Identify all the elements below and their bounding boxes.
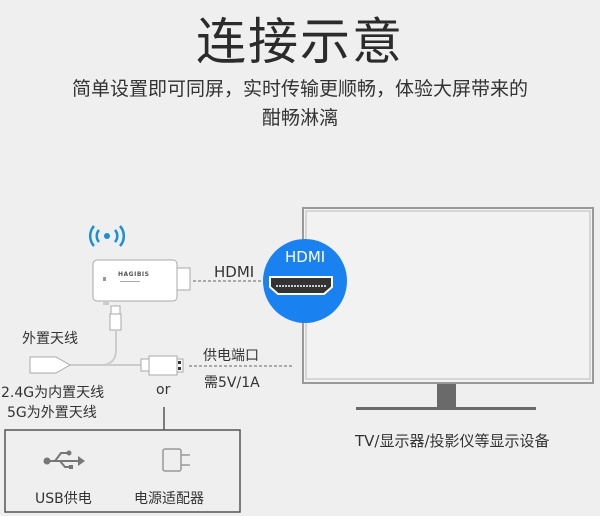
hdmi-badge-label: HDMI <box>285 248 326 266</box>
power-adapter-label: 电源适配器 <box>134 491 204 507</box>
dongle-brand-label: HAGIBIS <box>118 271 150 278</box>
power-adapter-icon <box>162 448 190 472</box>
subtitle-line-1: 简单设置即可同屏，实时传输更顺畅，体验大屏带来的 <box>71 78 528 100</box>
subtitle-line-2: 酣畅淋漓 <box>261 107 338 129</box>
hdmi-port-icon <box>263 239 347 323</box>
power-requirement-label: 需5V/1A <box>204 375 260 391</box>
y-cable-icon <box>29 305 184 376</box>
external-antenna-label: 外置天线 <box>22 331 78 347</box>
power-options-box <box>4 429 241 513</box>
antenna-note-2: 5G为外置天线 <box>7 405 97 421</box>
monitor-icon <box>302 207 594 410</box>
hdmi-cable-label: HDMI <box>214 263 255 281</box>
usb-icon <box>43 450 85 469</box>
usb-power-label: USB供电 <box>35 491 92 507</box>
display-caption: TV/显示器/投影仪等显示设备 <box>355 432 550 450</box>
antenna-note-1: 2.4G为内置天线 <box>1 385 105 401</box>
dongle-icon <box>92 259 191 305</box>
power-port-label: 供电端口 <box>203 348 259 364</box>
page-title: 连接示意 <box>196 13 404 71</box>
wifi-icon <box>89 225 125 247</box>
or-label: or <box>156 382 171 398</box>
